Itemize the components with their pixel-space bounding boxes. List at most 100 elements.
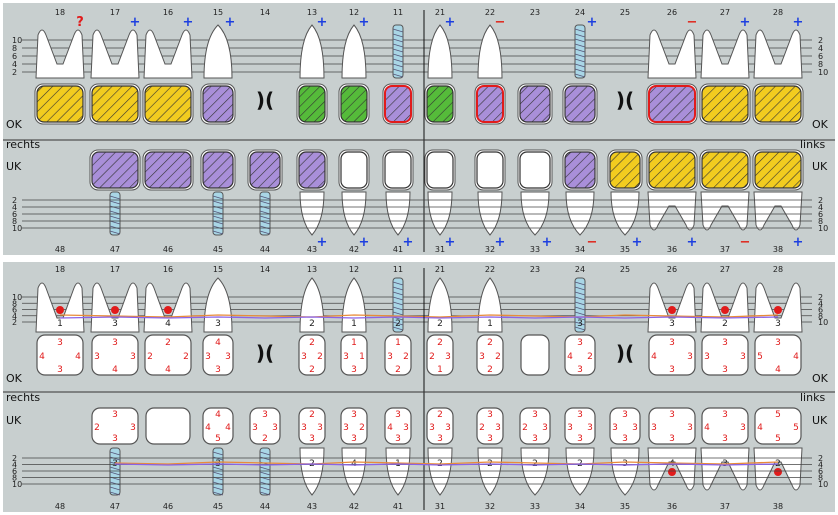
pocket-depth: 3	[567, 423, 573, 433]
pocket-depth: 3	[57, 338, 63, 348]
tooth-number: 27	[720, 8, 730, 17]
pocket-depth: 3	[687, 352, 693, 362]
tooth-number: 42	[349, 245, 359, 254]
pocket-depth: 3	[130, 423, 136, 433]
status-sign: +	[359, 235, 370, 250]
tooth-number: 32	[485, 502, 495, 511]
recession-value: 3	[775, 319, 781, 329]
pocket-depth: 3	[740, 352, 746, 362]
implant-root	[110, 448, 120, 495]
gap-bracket: )(	[616, 88, 634, 112]
bleeding-dot	[721, 306, 729, 314]
pocket-depth: 1	[395, 338, 401, 348]
tooth-number: 41	[393, 245, 403, 254]
crown-purple	[92, 152, 138, 188]
pocket-depth: 3	[252, 423, 258, 433]
pocket-depth: 3	[722, 434, 728, 444]
pocket-depth: 2	[359, 423, 365, 433]
scale-label-left: 10	[12, 480, 22, 489]
pocket-depth: 5	[215, 434, 221, 444]
crown-white	[341, 152, 367, 188]
pocket-depth: 3	[437, 434, 443, 444]
pocket-depth: 3	[669, 338, 675, 348]
recession-value: 4	[351, 459, 357, 469]
tooth-number: 31	[435, 245, 445, 254]
pocket-depth: 2	[165, 338, 171, 348]
status-sign: +	[445, 15, 456, 30]
pocket-depth: 3	[130, 352, 136, 362]
pocket-depth: 2	[395, 365, 401, 375]
pocket-depth: 3	[722, 338, 728, 348]
tooth-number: 44	[260, 245, 270, 254]
tooth-number: 33	[530, 502, 540, 511]
pocket-depth: 2	[183, 352, 189, 362]
tooth-number: 47	[110, 502, 120, 511]
pocket-depth: 2	[522, 423, 528, 433]
pocket-depth: 3	[395, 410, 401, 420]
pocket-depth: 3	[669, 410, 675, 420]
side-label-right: rechts	[6, 138, 40, 151]
pocket-depth: 2	[429, 352, 435, 362]
tooth-number: 34	[575, 502, 585, 511]
status-sign: +	[587, 15, 598, 30]
crown-gold	[92, 86, 138, 122]
pocket-depth: 3	[669, 434, 675, 444]
recession-value: 3	[112, 319, 118, 329]
pocket-depth: 3	[587, 423, 593, 433]
tooth-number: 38	[773, 245, 783, 254]
pocket-depth: 3	[301, 352, 307, 362]
pocket-depth: 5	[775, 410, 781, 420]
scale-label-left: 2	[12, 68, 17, 77]
pocket-depth: 4	[225, 423, 231, 433]
pocket-depth: 3	[309, 434, 315, 444]
tooth-number: 18	[55, 265, 65, 274]
tooth-number: 27	[720, 265, 730, 274]
pocket-depth: 3	[94, 352, 100, 362]
pocket-depth: 2	[309, 410, 315, 420]
recession-value: 1	[57, 319, 63, 329]
pocket-depth: 3	[740, 423, 746, 433]
recession-value: 4	[165, 319, 171, 329]
pocket-depth: 3	[722, 365, 728, 375]
status-sign: −	[687, 15, 698, 30]
tooth-number: 26	[667, 265, 677, 274]
pocket-depth: 3	[687, 423, 693, 433]
tooth-number: 24	[575, 8, 585, 17]
pocket-depth: 3	[343, 423, 349, 433]
pocket-depth: 4	[112, 365, 118, 375]
pocket-depth: 2	[317, 352, 323, 362]
crown-gold	[37, 86, 83, 122]
upper-jaw-label-right: OK	[812, 118, 829, 131]
tooth-number: 15	[213, 8, 223, 17]
status-sign: +	[225, 15, 236, 30]
missing-tooth-box	[521, 335, 549, 375]
pocket-depth: 3	[487, 410, 493, 420]
pocket-depth: 3	[487, 434, 493, 444]
crown-green	[427, 86, 453, 122]
crown-purple	[477, 86, 503, 122]
pocket-depth: 3	[577, 338, 583, 348]
status-sign: +	[495, 235, 506, 250]
pocket-depth: 5	[775, 434, 781, 444]
periodontal-panel: 1817161514131211212223242526272810284664…	[3, 262, 835, 512]
pocket-depth: 3	[632, 423, 638, 433]
crown-white	[385, 152, 411, 188]
scale-label-right: 10	[818, 68, 828, 77]
pocket-depth: 3	[577, 434, 583, 444]
status-sign: +	[130, 15, 141, 30]
scale-label-left: 10	[12, 224, 22, 233]
pocket-depth: 3	[479, 352, 485, 362]
upper-jaw-label-left: OK	[6, 118, 23, 131]
pocket-depth: 2	[437, 410, 443, 420]
pocket-depth: 4	[793, 352, 799, 362]
pocket-depth: 3	[445, 352, 451, 362]
pocket-depth: 3	[112, 434, 118, 444]
upper-jaw-label-right: OK	[812, 372, 829, 385]
tooth-number: 25	[620, 8, 630, 17]
tooth-number: 43	[307, 502, 317, 511]
pocket-depth: 4	[215, 410, 221, 420]
status-sign: +	[793, 235, 804, 250]
pocket-depth: 5	[757, 352, 763, 362]
crown-purple	[520, 86, 550, 122]
tooth-number: 14	[260, 8, 270, 17]
